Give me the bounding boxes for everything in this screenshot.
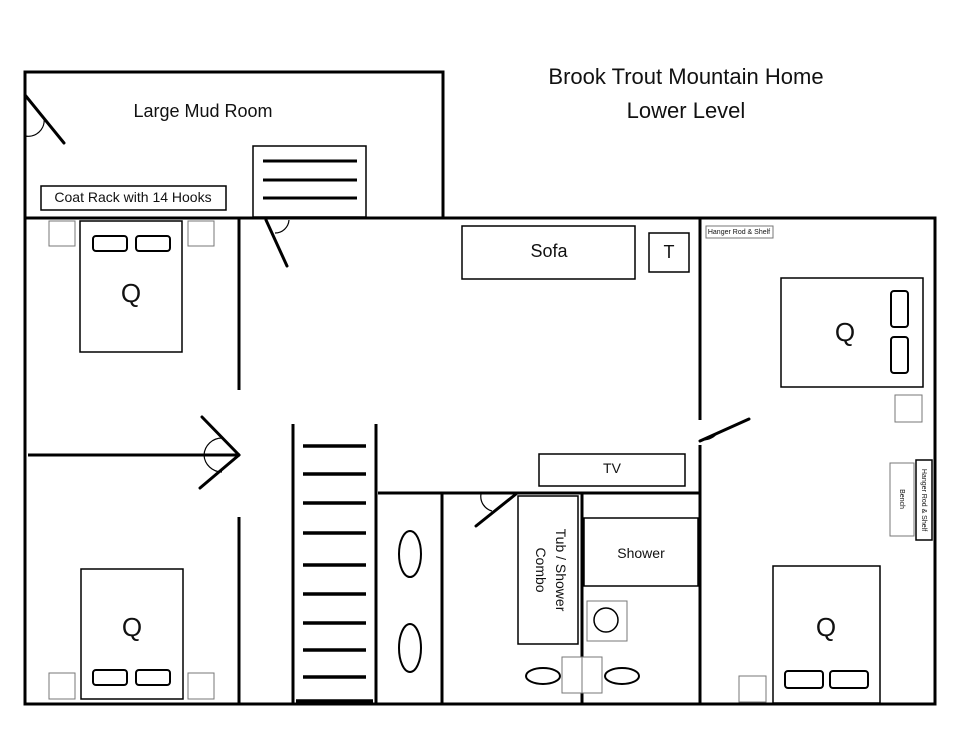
bedroom-top-left: Q	[48, 220, 215, 353]
tv-label: TV	[603, 460, 622, 476]
sofa	[461, 225, 636, 280]
mud-room-door	[23, 93, 66, 145]
coat-rack	[40, 185, 227, 211]
bedroom-bottom-left: Q	[48, 568, 215, 700]
hanger-rod-shelf-side	[915, 459, 933, 541]
bathroom-vanity-sinks	[398, 530, 422, 673]
staircase	[296, 444, 373, 703]
mud-room-label: Large Mud Room	[133, 101, 272, 121]
shower-label: Shower	[617, 545, 665, 561]
plan-title-line2: Lower Level	[627, 98, 746, 123]
bedroom-door-top	[200, 415, 241, 457]
tv-stand	[538, 453, 686, 487]
tub-shower-label: Tub / Shower Combo	[533, 529, 569, 612]
tub-shower-label-line1: Tub / Shower	[553, 529, 569, 612]
queen-bed-label: Q	[121, 278, 141, 308]
bath-vanity	[525, 656, 640, 694]
tub-shower-label-line2: Combo	[533, 547, 549, 592]
hanger-rod-shelf-top	[705, 225, 774, 239]
queen-bed-label: Q	[835, 317, 855, 347]
bench-label: Bench	[898, 489, 905, 509]
hanger-rod-shelf-top-label: Hanger Rod & Shelf	[708, 229, 770, 236]
exterior-walls	[23, 70, 937, 706]
side-table	[648, 232, 690, 273]
bench	[889, 462, 915, 537]
sofa-label: Sofa	[530, 241, 568, 261]
shower	[583, 517, 699, 587]
side-table-label: T	[664, 242, 675, 262]
bedroom-right-top: Q	[780, 277, 924, 423]
toilet	[586, 600, 628, 642]
bathroom-door	[474, 492, 518, 528]
queen-bed-label: Q	[122, 612, 142, 642]
hanger-rod-shelf-side-label: Hanger Rod & Shelf	[920, 469, 927, 531]
bedroom-right-bottom: Q	[738, 565, 881, 704]
bedroom-right-door	[698, 417, 751, 443]
plan-title-line1: Brook Trout Mountain Home	[548, 64, 823, 89]
queen-bed-label: Q	[816, 612, 836, 642]
living-door	[264, 218, 290, 268]
bedroom-door-bottom	[198, 453, 241, 490]
mud-room-shelving	[252, 145, 367, 218]
tub-shower-combo	[517, 495, 579, 645]
coat-rack-label: Coat Rack with 14 Hooks	[54, 189, 211, 205]
